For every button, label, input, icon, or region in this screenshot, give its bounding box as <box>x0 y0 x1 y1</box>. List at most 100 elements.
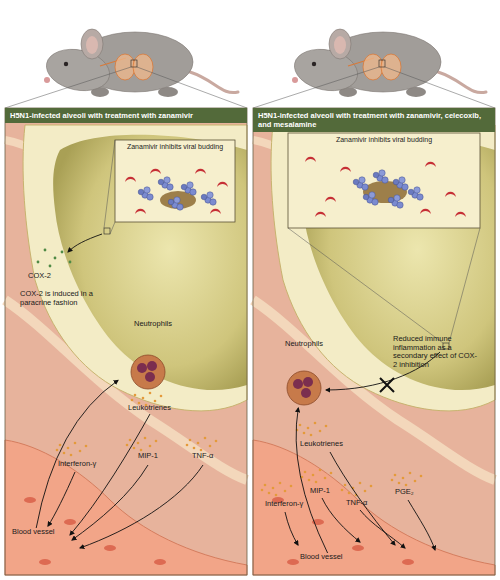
inset-title: Zanamivir inhibits viral budding <box>288 133 480 144</box>
illustration-shape <box>285 512 298 545</box>
illustration-shape <box>195 169 206 174</box>
secretion-arrows <box>285 452 435 550</box>
annotation-label: MIP-1 <box>310 487 350 496</box>
annotation-label: TNF-α <box>346 499 386 508</box>
zoom-line <box>288 228 480 343</box>
illustration-shape <box>48 472 75 526</box>
illustration-shape <box>420 209 431 214</box>
annotation-label: Interferon-γ <box>265 500 325 509</box>
illustration-shape <box>49 265 52 268</box>
annotation-label: MIP-1 <box>138 452 178 461</box>
panel-title: H5N1-infected alveoli with treatment wit… <box>253 108 495 132</box>
illustration-shape <box>445 192 456 197</box>
neutrophil-drawing <box>131 355 165 389</box>
annotation-label: Leukotrienes <box>300 440 360 449</box>
secretion-arrows <box>48 414 203 548</box>
illustration-shape <box>210 209 221 214</box>
illustration-shape <box>315 212 326 217</box>
cox2-dots <box>37 249 72 268</box>
inset-box: Zanamivir inhibits viral budding <box>115 140 235 222</box>
neutrophil-drawing <box>287 371 321 405</box>
zoom-box <box>104 228 110 234</box>
illustration-shape <box>54 257 57 260</box>
illustration-shape <box>391 472 423 487</box>
illustration-shape <box>330 452 395 545</box>
blood-vessel-region: Blood vessel <box>300 553 362 567</box>
illustration-shape <box>388 195 403 208</box>
annotation-label: COX-2 is induced in a paracrine fashion <box>20 290 100 307</box>
cell-label: Neutrophils <box>268 340 340 349</box>
illustration-shape <box>261 482 293 497</box>
illustration-shape <box>80 465 203 548</box>
block-cross <box>380 378 394 392</box>
illustration-shape <box>72 465 148 540</box>
illustration-shape <box>150 169 161 174</box>
induction-arrow <box>68 234 102 252</box>
illustration-shape <box>408 187 423 200</box>
illustration-shape <box>340 167 351 172</box>
illustration-shape <box>131 355 165 389</box>
illustration-shape <box>301 388 311 398</box>
illustration-shape <box>44 249 47 252</box>
illustration-shape <box>301 469 333 484</box>
alveolus-right <box>253 108 495 575</box>
region-label: Blood vessel <box>12 528 56 537</box>
annotation-label: Reduced immune inflammation as a seconda… <box>393 335 481 370</box>
inset-frame <box>288 133 480 228</box>
alveolus-left <box>5 108 247 575</box>
inset-title: Zanamivir inhibits viral budding <box>115 140 235 151</box>
blood-vessel-region: Blood vessel <box>12 528 56 552</box>
mouse-left <box>5 29 247 108</box>
illustration-shape <box>360 510 405 548</box>
illustration-shape <box>363 192 378 205</box>
illustration-shape <box>168 197 183 210</box>
illustration-shape <box>353 177 368 190</box>
illustration-shape <box>408 500 435 550</box>
illustration-shape <box>293 379 303 389</box>
illustration-shape <box>138 187 153 200</box>
annotation-label: Leukotrienes <box>128 404 188 413</box>
illustration-shape <box>137 363 147 373</box>
connector-arrow <box>36 380 118 528</box>
inset-box: Zanamivir inhibits viral budding <box>288 133 480 228</box>
illustration-shape <box>56 442 88 457</box>
illustration-shape <box>61 251 64 254</box>
illustration-shape <box>69 261 72 264</box>
inset-frame <box>115 140 235 222</box>
illustration-shape <box>70 414 150 535</box>
region-label: Blood vessel <box>300 553 362 562</box>
illustration-shape <box>37 261 40 264</box>
annotation-label: Interferon-γ <box>58 460 118 469</box>
neutrophil-cell: Neutrophils <box>118 320 188 392</box>
annotation-label: COX-2 <box>28 272 68 281</box>
illustration-shape <box>145 372 155 382</box>
illustration-shape <box>217 182 228 187</box>
illustration-shape <box>135 209 146 214</box>
illustration-shape <box>303 377 313 387</box>
cell-label: Neutrophils <box>118 320 188 329</box>
illustration-shape <box>201 192 216 205</box>
illustration-shape <box>287 371 321 405</box>
illustration-shape <box>158 177 173 190</box>
illustration-shape <box>455 212 466 217</box>
annotation-label: PGE₂ <box>395 488 425 497</box>
illustration-shape <box>186 437 218 452</box>
panel-title: H5N1-infected alveoli with treatment wit… <box>5 108 247 123</box>
annotation-label: TNF-α <box>192 452 232 461</box>
illustration-shape <box>181 182 196 195</box>
panel-frame: H5N1-infected alveoli with treatment wit… <box>5 108 247 575</box>
illustration-shape <box>425 162 436 167</box>
connector-arrow <box>296 408 327 553</box>
neutrophil-cell: Neutrophils <box>268 340 340 408</box>
illustration-shape <box>147 361 157 371</box>
illustration-shape <box>373 170 388 183</box>
illustration-shape <box>393 177 408 190</box>
illustration-shape <box>126 437 158 452</box>
zoom-line <box>104 140 115 234</box>
panel-frame: H5N1-infected alveoli with treatment wit… <box>253 108 495 575</box>
illustration-shape <box>296 422 328 437</box>
illustration-shape <box>125 177 136 182</box>
mouse-right <box>253 29 495 108</box>
illustration-shape <box>305 157 316 162</box>
